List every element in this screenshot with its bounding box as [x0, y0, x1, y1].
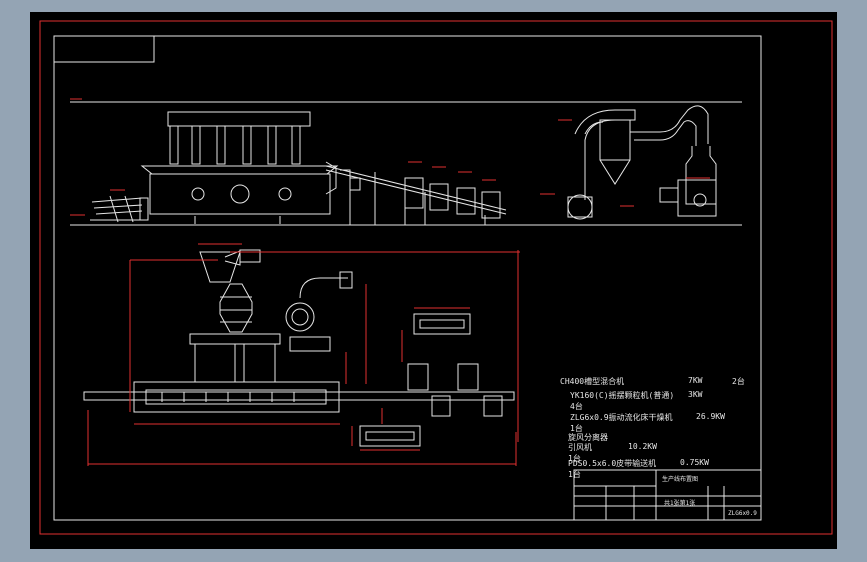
sheet-label: 共1张第1张 — [664, 500, 696, 507]
cad-drawing — [39, 20, 833, 535]
equipment-desc: YK160(C)摇摆颗粒机(普通) — [570, 391, 675, 400]
equipment-qty: 1台 — [568, 454, 581, 463]
equipment-desc: 引风机 — [568, 443, 592, 452]
equipment-power: 26.9KW — [696, 412, 725, 421]
hopper-plan-top — [413, 313, 471, 335]
equipment-item: 引风机 10.2KW 1台 — [568, 442, 788, 463]
conveyor-strip — [83, 391, 515, 401]
drawing-sheet: CH400槽型混合机 7KW 2台 YK160(C)摇摆颗粒机(普通) 3KW … — [30, 12, 837, 549]
belt-conveyor-elevation — [325, 165, 507, 225]
equipment-list: CH400槽型混合机 7KW 2台 YK160(C)摇摆颗粒机(普通) 3KW … — [30, 12, 837, 549]
dimension-lines — [87, 243, 520, 466]
elevation-view — [70, 98, 742, 226]
outer-frame — [39, 20, 833, 535]
equipment-qty: 2台 — [732, 377, 745, 386]
equipment-desc: PDS0.5x6.0皮带输送机 — [568, 459, 657, 468]
equipment-power: 3KW — [688, 390, 703, 399]
equipment-qty: 1台 — [568, 470, 581, 479]
equipment-item: ZLG6x0.9振动流化床干燥机 26.9KW 1台 — [570, 412, 790, 433]
drawing-number: ZLG6x0.9 — [728, 510, 757, 517]
equipment-desc: CH400槽型混合机 — [560, 377, 625, 386]
dryer-wheel-3 — [278, 187, 292, 201]
dryer-wheel-2 — [230, 184, 250, 204]
equipment-item: 旋风分离器 — [568, 432, 788, 444]
dryer-wheel-1 — [191, 187, 205, 201]
plan-view — [83, 243, 520, 466]
fluid-bed-dryer-elevation — [140, 111, 339, 224]
equipment-power: 7KW — [688, 376, 703, 385]
hopper-plan-bottom — [359, 425, 421, 447]
corner-label-box — [53, 35, 155, 63]
cyclone-separator-elevation — [540, 109, 636, 220]
equipment-item: YK160(C)摇摆颗粒机(普通) 3KW 4台 — [570, 390, 790, 411]
equipment-item: PDS0.5x6.0皮带输送机 0.75KW 1台 — [568, 458, 788, 479]
drawing-title: 生产线布置图 — [662, 476, 699, 483]
title-block — [573, 469, 762, 521]
inner-frame — [53, 35, 762, 521]
granulator-group — [90, 189, 149, 223]
equipment-qty: 1台 — [570, 424, 583, 433]
equipment-desc: ZLG6x0.9振动流化床干燥机 — [570, 413, 673, 422]
induced-fan-elevation — [630, 105, 717, 217]
equipment-power: 0.75KW — [680, 458, 709, 467]
hopper-group — [404, 161, 501, 226]
equipment-item: CH400槽型混合机 7KW 2台 — [560, 376, 780, 388]
equipment-desc: 旋风分离器 — [568, 433, 608, 442]
equipment-qty: 4台 — [570, 402, 583, 411]
dryer-plan — [133, 381, 340, 413]
equipment-power: 10.2KW — [628, 442, 657, 451]
